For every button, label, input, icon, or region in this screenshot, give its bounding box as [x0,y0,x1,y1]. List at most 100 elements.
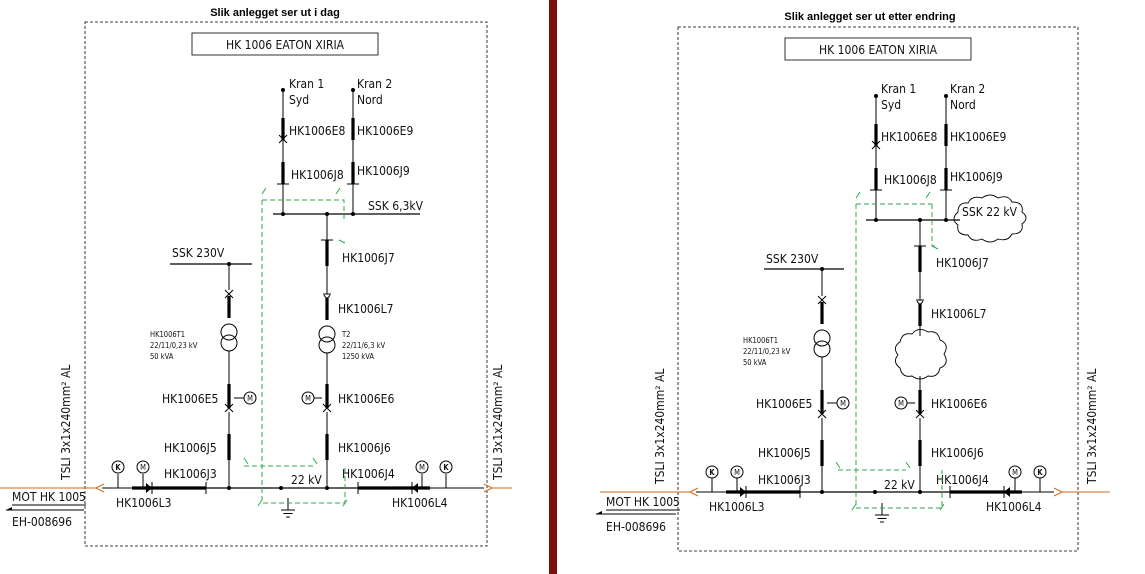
l4-cable-head [1004,487,1010,497]
diagram-before: Slik anlegget ser ut i dag HK 1006 EATON… [0,7,512,547]
e8-label: HK1006E8 [881,130,937,144]
j9-label: HK1006J9 [357,164,410,178]
j8-label: HK1006J8 [884,173,937,187]
svg-text:M: M [140,463,146,472]
svg-text:K: K [709,468,715,477]
j6-label: HK1006J6 [338,441,391,455]
t1-winding-bottom [220,334,238,352]
l3-cable-head [146,483,152,493]
e9-label: HK1006E9 [950,130,1006,144]
kran2-label: Kran 2 [357,77,392,91]
j8-label: HK1006J8 [291,168,344,182]
j4-label: HK1006J4 [342,467,395,481]
t2-rating: 1250 kVA [342,352,374,361]
interlock-links [835,191,945,511]
j9-label: HK1006J9 [950,170,1003,184]
l3-cable-head [740,487,746,497]
svg-text:M: M [419,463,425,472]
panel-title-after: Slik anlegget ser ut etter endring [784,11,955,23]
ssk-hv-label: SSK 6,3kV [368,199,424,213]
e5-label: HK1006E5 [756,397,812,411]
t2-ratio: 22/11/6,3 kV [342,341,385,350]
e6-label: HK1006E6 [931,397,987,411]
svg-text:M: M [1012,468,1018,477]
l4-label: HK1006L4 [392,496,448,510]
j7-label: HK1006J7 [936,256,989,270]
l7-fuse [323,293,331,299]
e6-label: HK1006E6 [338,392,394,406]
panel-title-before: Slik anlegget ser ut i dag [210,7,340,19]
bus-voltage-label: 22 kV [884,478,915,492]
l4-label: HK1006L4 [986,500,1042,514]
l7-label: HK1006L7 [931,307,987,321]
svg-text:K: K [443,463,449,472]
t1-winding-bottom [813,340,831,358]
t1-rating: 50 kVA [743,358,767,367]
feeder-right-arrow [483,483,494,493]
kran1-label: Kran 1 [289,77,324,91]
l4-cable-head [412,483,418,493]
l3-motor-icon [730,465,744,479]
kran1-sub-label: Syd [289,93,309,107]
earth-icon [281,509,295,518]
destination-label: MOT HK 1005 [12,490,86,504]
j3-label: HK1006J3 [758,473,811,487]
j6-label: HK1006J6 [931,446,984,460]
t2-winding-bottom [318,336,336,354]
t1-label: HK1006T1 [150,330,185,339]
header-label: HK 1006 EATON XIRIA [819,43,938,57]
l4-motor-icon [1008,465,1022,479]
kran2-label: Kran 2 [950,82,985,96]
reference-label: EH-008696 [12,515,72,529]
kran1-sub-label: Syd [881,98,901,112]
t1-ratio: 22/11/0,23 kV [743,347,791,356]
bus-voltage-label: 22 kV [291,473,322,487]
l3-earth-switch-icon [705,465,719,479]
l4-earth-switch-icon [439,460,453,474]
earth-icon [875,514,889,523]
j3-label: HK1006J3 [164,467,217,481]
j5-label: HK1006J5 [758,446,811,460]
l3-label: HK1006L3 [116,496,172,510]
l3-earth-switch-icon [111,460,125,474]
t2-label: T2 [341,330,350,339]
l3-motor-icon [136,460,150,474]
header-box [191,32,379,56]
svg-text:M: M [305,394,311,403]
l4-earth-switch-icon [1033,465,1047,479]
j7-label: HK1006J7 [342,251,395,265]
panel-divider [549,0,557,574]
kran2-sub-label: Nord [357,93,383,107]
cable-spec-left: TSLI 3x1x240mm² AL [653,369,667,485]
interlock-links [243,187,348,507]
t1-label: HK1006T1 [743,336,778,345]
kran2-sub-label: Nord [950,98,976,112]
t1-winding-top [220,323,238,341]
feeder-right-arrow [1053,487,1064,497]
ssk-hv-label: SSK 22 kV [962,205,1018,219]
svg-text:K: K [115,463,121,472]
diagram-after: Slik anlegget ser ut etter endring HK 10… [596,11,1110,552]
destination-label: MOT HK 1005 [606,495,680,509]
station-frame [677,26,1079,552]
ssk-lv-label: SSK 230V [172,246,225,260]
svg-text:M: M [734,468,740,477]
j5-label: HK1006J5 [164,441,217,455]
cable-spec-right: TSLI 3x1x240mm² AL [491,365,505,481]
cable-spec-left: TSLI 3x1x240mm² AL [59,365,73,481]
kran1-label: Kran 1 [881,82,916,96]
j4-label: HK1006J4 [936,473,989,487]
cable-spec-right: TSLI 3x1x240mm² AL [1085,369,1099,485]
station-frame [84,21,488,547]
svg-text:M: M [247,394,253,403]
header-label: HK 1006 EATON XIRIA [226,38,345,52]
header-box [784,37,972,61]
e8-label: HK1006E8 [289,124,345,138]
t1-rating: 50 kVA [150,352,174,361]
svg-text:K: K [1037,468,1043,477]
l7-fuse [916,299,924,305]
l3-label: HK1006L3 [709,500,765,514]
removed-transformer-cloud [895,329,947,380]
svg-text:M: M [898,399,904,408]
reference-label: EH-008696 [606,520,666,534]
